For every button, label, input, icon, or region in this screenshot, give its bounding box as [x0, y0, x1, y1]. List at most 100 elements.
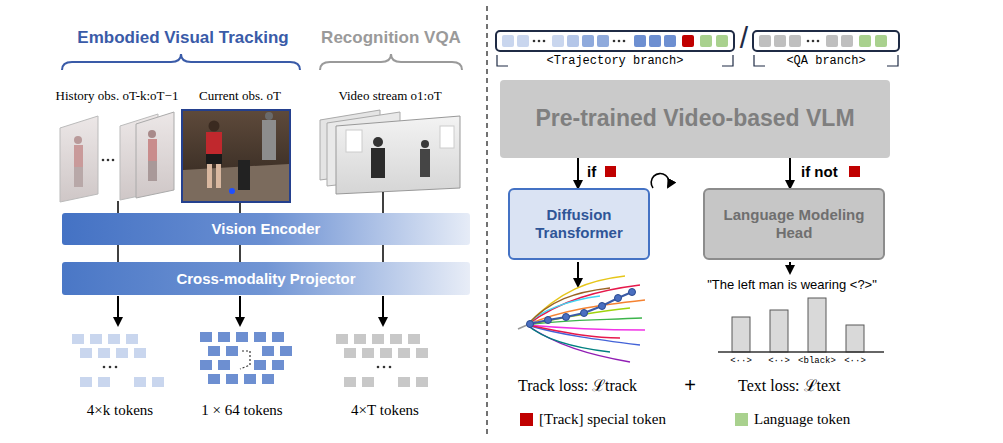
trajectory-plot [563, 314, 570, 321]
output-arrow [789, 262, 791, 273]
qa-token-row [875, 35, 887, 47]
connector [239, 245, 241, 262]
panel-heading: Recognition VQA [321, 28, 461, 48]
video-frames [420, 149, 430, 177]
video-tokens [362, 348, 374, 358]
history-frames [74, 136, 82, 144]
connector [789, 158, 791, 188]
separator: / [740, 20, 748, 56]
bar-chart [718, 351, 884, 353]
current-tokens [200, 360, 212, 370]
legend-item: Language token [735, 411, 850, 428]
track-token-marker [849, 166, 860, 177]
history-frames [74, 167, 83, 187]
video-frames [421, 140, 429, 148]
history-tokens [115, 366, 118, 369]
trajectory-token-row [582, 35, 594, 47]
video-tokens [377, 366, 380, 369]
qa-token-row [817, 40, 820, 43]
qa-token-row [789, 35, 801, 47]
current-frame [207, 164, 212, 188]
video-frames [346, 130, 362, 152]
current-tokens [272, 360, 284, 370]
trajectory-plot [518, 276, 645, 362]
bar-chart [770, 310, 788, 352]
current-frame [206, 154, 222, 164]
legend-text: Language token [754, 411, 850, 428]
trajectory-plot [527, 321, 534, 328]
track-token-marker [605, 166, 616, 177]
trajectory-plot [615, 295, 622, 302]
token-count: 4×k tokens [87, 401, 153, 419]
current-tokens [244, 374, 256, 384]
history-frames [102, 159, 105, 162]
heading-brace [62, 54, 300, 70]
qa-token-row [826, 35, 838, 47]
history-tokens [72, 334, 164, 387]
trajectory-token-row [538, 40, 541, 43]
trajectory-token-row [613, 40, 616, 43]
token-arrow [117, 296, 119, 325]
token-arrow [382, 296, 384, 325]
current-frame [206, 132, 222, 154]
current-tokens [280, 346, 292, 356]
trajectory-token-row [502, 35, 514, 47]
current-frame [216, 164, 221, 188]
video-tokens [354, 334, 366, 344]
projector-band: Cross-modality Projector [62, 262, 470, 295]
qa-token-row [859, 35, 871, 47]
current-frame [229, 188, 235, 194]
current-tokens [218, 332, 230, 342]
history-frames [136, 112, 174, 198]
trajectory-token-row [502, 35, 728, 47]
video-tokens [408, 334, 420, 344]
trajectory-token-row [618, 40, 621, 43]
trajectory-plot [527, 325, 620, 338]
current-tokens [218, 360, 230, 370]
connector [382, 245, 384, 262]
encoder-band: Vision Encoder [62, 213, 470, 245]
trajectory-plot [527, 325, 630, 362]
trajectory-plot [527, 276, 625, 325]
history-frames [74, 145, 83, 167]
trajectory-token-row [649, 35, 661, 47]
history-tokens [72, 334, 84, 344]
current-tokens [208, 346, 220, 356]
token-count: 1 × 64 tokens [201, 401, 282, 419]
video-tokens [389, 366, 392, 369]
video-tokens [416, 348, 428, 358]
current-tokens [200, 332, 212, 342]
trajectory-plot [527, 289, 636, 328]
current-tokens [200, 332, 292, 384]
current-tokens [240, 351, 250, 369]
branch-tick [497, 55, 508, 66]
branch-tick [722, 55, 733, 66]
qa-token-row [759, 35, 887, 47]
axis-label: <black> [798, 356, 836, 367]
trajectory-token-row [543, 40, 546, 43]
token-sequence-bar: <Trajectory branch> [495, 30, 735, 52]
video-tokens [362, 377, 374, 387]
heading-brace [62, 54, 462, 70]
trajectory-plot [545, 317, 552, 324]
feed-line [382, 192, 384, 213]
history-tokens [152, 377, 164, 387]
trajectory-token-row [517, 35, 529, 47]
diffusion-box: Diffusion Transformer [508, 188, 650, 260]
current-frame [262, 120, 276, 160]
question-text: "The left man is wearing <?>" [707, 277, 877, 293]
history-tokens [109, 366, 112, 369]
bar-chart [718, 298, 884, 352]
current-tokens [226, 346, 238, 356]
current-tokens [226, 374, 238, 384]
legend-swatch [735, 413, 748, 426]
trajectory-token-row [634, 35, 646, 47]
video-frames [336, 116, 460, 194]
node-text: Vision Encoder [212, 220, 321, 238]
feed-line [239, 203, 241, 213]
history-tokens [80, 377, 92, 387]
current-tokens [254, 360, 266, 370]
feed-line [118, 192, 383, 213]
history-tokens [108, 334, 120, 344]
legend-text: [Track] special token [539, 411, 666, 428]
